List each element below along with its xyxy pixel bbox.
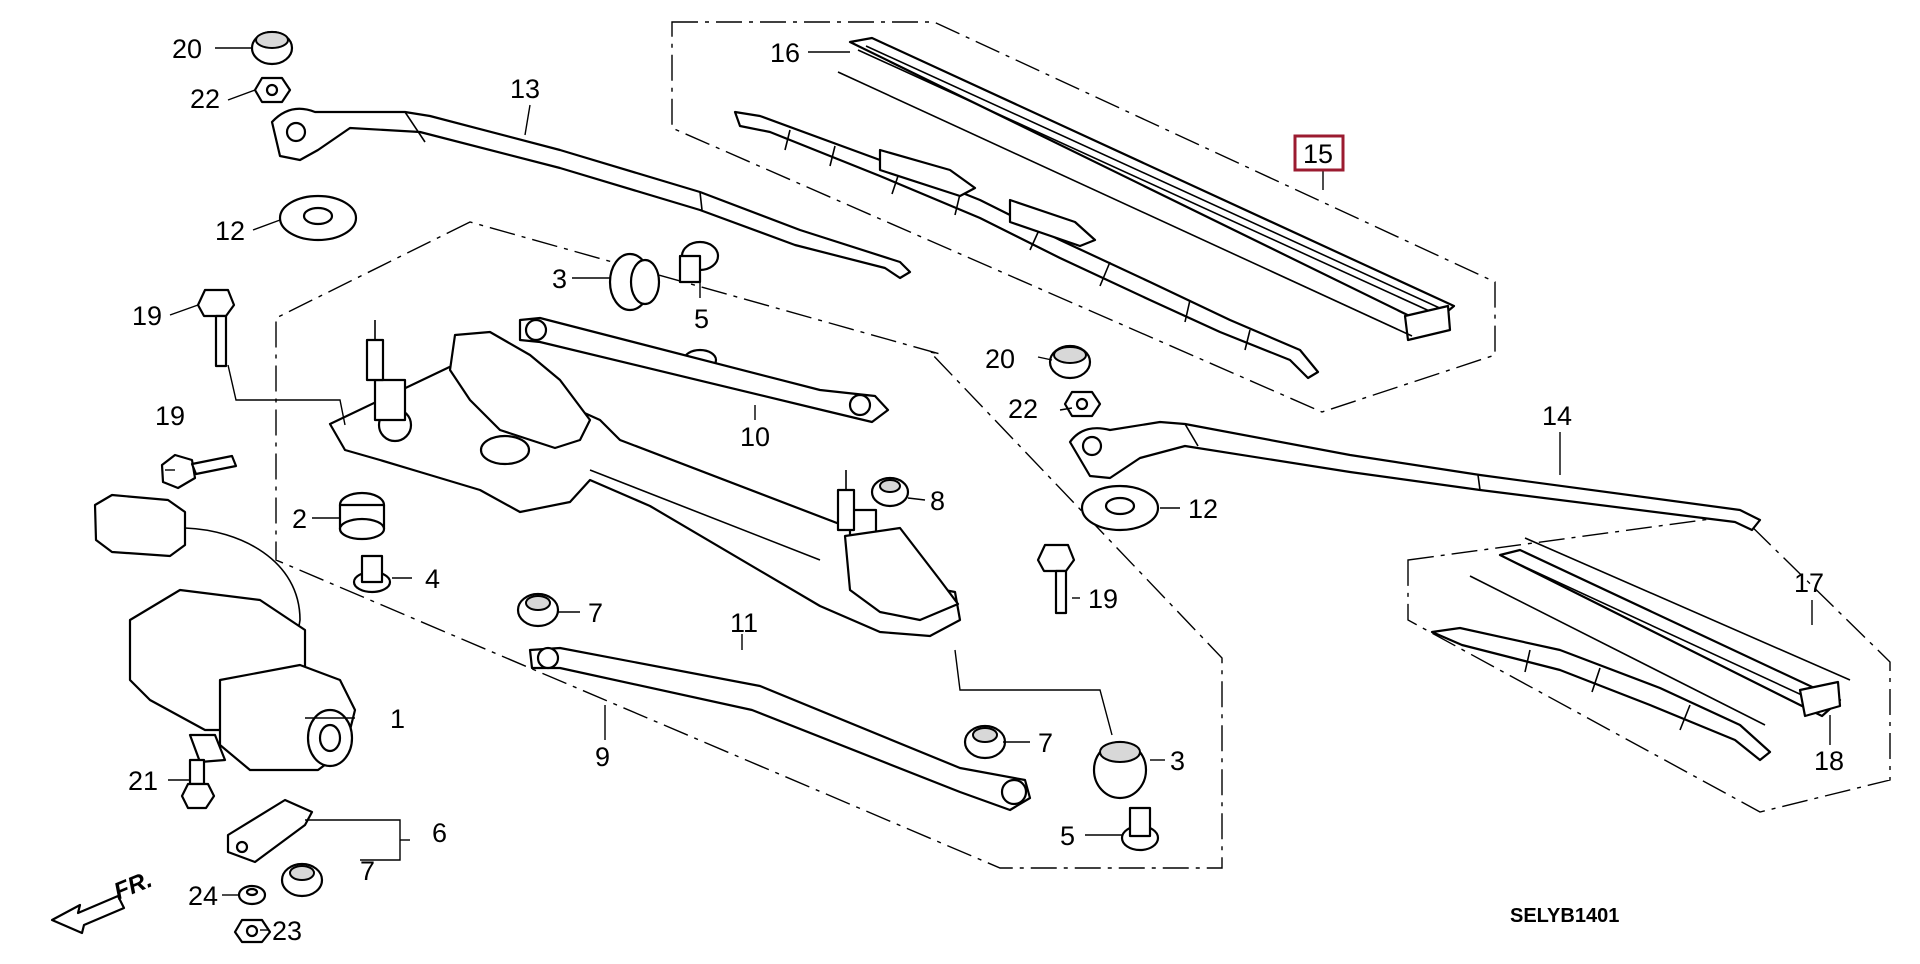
callout-19-right: 19 bbox=[1088, 584, 1118, 614]
callout-15-highlight[interactable]: 15 bbox=[1293, 134, 1345, 172]
bracket-6 bbox=[226, 798, 314, 864]
callout-7-mid: 7 bbox=[588, 598, 603, 628]
callout-11: 11 bbox=[730, 608, 758, 638]
callout-6: 6 bbox=[432, 818, 447, 848]
callout-12-top: 12 bbox=[215, 216, 245, 246]
callout-12-right: 12 bbox=[1188, 494, 1218, 524]
callout-24: 24 bbox=[188, 881, 218, 911]
pivot-cap-12-top bbox=[278, 194, 358, 242]
callout-5-right: 5 bbox=[1060, 821, 1075, 851]
wiper-blade-rubber-18 bbox=[1498, 548, 1842, 718]
callout-2: 2 bbox=[292, 504, 307, 534]
cap-20-top bbox=[250, 30, 294, 66]
wiper-motor-1 bbox=[93, 493, 357, 772]
callout-5-top: 5 bbox=[694, 304, 709, 334]
callout-9: 9 bbox=[595, 742, 610, 772]
leader-lines bbox=[165, 47, 1831, 931]
front-direction-arrow: FR. bbox=[50, 866, 156, 935]
grommet-3-right bbox=[1092, 740, 1148, 800]
callout-17: 17 bbox=[1794, 568, 1824, 598]
wiper-blade-frame-15 bbox=[733, 110, 1320, 380]
callout-7-bottom: 7 bbox=[360, 856, 375, 886]
callout-20-right: 20 bbox=[985, 344, 1015, 374]
wiper-blade-rubber-16 bbox=[837, 36, 1456, 342]
callout-15[interactable]: 15 bbox=[1303, 139, 1333, 169]
pivot-shaft-right bbox=[836, 470, 856, 532]
bolt-19-mid bbox=[160, 453, 238, 490]
callout-22-right: 22 bbox=[1008, 394, 1038, 424]
passenger-blade-group-outline bbox=[1407, 514, 1891, 813]
grommet-7-right bbox=[963, 724, 1007, 760]
callout-7-right: 7 bbox=[1038, 728, 1053, 758]
callout-19-mid: 19 bbox=[155, 401, 185, 431]
nut-23 bbox=[233, 918, 272, 944]
grommet-8 bbox=[870, 476, 910, 508]
callout-20-top: 20 bbox=[172, 34, 202, 64]
wiper-arm-14 bbox=[1068, 420, 1762, 532]
front-arrow-icon bbox=[50, 894, 126, 935]
callout-10: 10 bbox=[740, 422, 770, 452]
bolt-19-right bbox=[1036, 543, 1076, 615]
callout-1: 1 bbox=[390, 704, 405, 734]
pivot-cap-12-right bbox=[1080, 484, 1160, 532]
callout-4: 4 bbox=[425, 564, 440, 594]
pivot-shaft-left bbox=[365, 320, 385, 382]
linkage-group-outline bbox=[275, 221, 1223, 869]
callout-18: 18 bbox=[1814, 746, 1844, 776]
diagram-code: SELYB1401 bbox=[1510, 905, 1619, 927]
washer-24 bbox=[237, 884, 267, 906]
link-rod-11 bbox=[528, 646, 1032, 812]
link-rod-10 bbox=[518, 316, 890, 424]
collar-5-right bbox=[1120, 806, 1160, 852]
nut-22-right bbox=[1063, 390, 1102, 418]
callout-8: 8 bbox=[930, 486, 945, 516]
callout-14: 14 bbox=[1542, 401, 1572, 431]
callout-23: 23 bbox=[272, 916, 302, 946]
bolt-19-top bbox=[196, 288, 236, 368]
wiper-blade-frame-17 bbox=[1430, 537, 1851, 762]
linkage-frame bbox=[328, 330, 962, 638]
callout-21: 21 bbox=[128, 766, 158, 796]
front-label: FR. bbox=[110, 866, 156, 906]
wiper-arm-13 bbox=[270, 107, 912, 280]
callout-labels: 20 22 13 12 19 19 2 3 5 4 7 10 8 11 9 7 … bbox=[128, 34, 1844, 946]
callout-13: 13 bbox=[510, 74, 540, 104]
collar-5-top bbox=[678, 240, 720, 284]
callout-16: 16 bbox=[770, 38, 800, 68]
bolt-21 bbox=[180, 758, 216, 810]
grommet-7-mid bbox=[516, 592, 560, 628]
nut-22-top bbox=[253, 76, 292, 104]
collar-4 bbox=[352, 554, 392, 594]
grommet-2 bbox=[338, 491, 386, 541]
grommet-3-top bbox=[608, 252, 661, 312]
cap-20-right bbox=[1048, 344, 1092, 380]
callout-3-right: 3 bbox=[1170, 746, 1185, 776]
grommet-7-bottom bbox=[280, 862, 324, 898]
callout-22-top: 22 bbox=[190, 84, 220, 114]
callout-19-top: 19 bbox=[132, 301, 162, 331]
callout-3-top: 3 bbox=[552, 264, 567, 294]
